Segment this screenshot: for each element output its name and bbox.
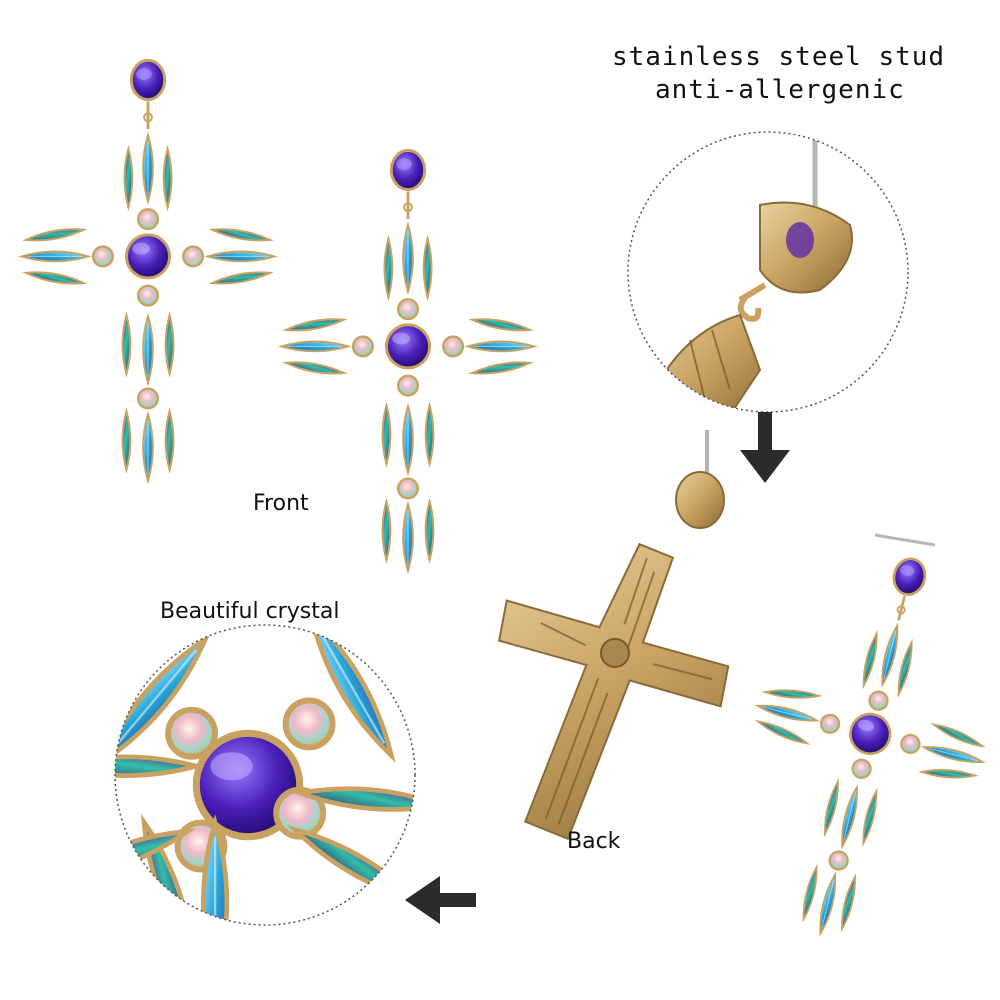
front-earring-right: [282, 150, 535, 570]
front-earring-left: [22, 60, 275, 480]
stud-caption-line1: stainless steel stud: [612, 42, 946, 72]
back-earring: [431, 430, 767, 875]
back-caption: Back: [567, 829, 621, 854]
crystal-closeup: [114, 624, 416, 926]
arrow-left-icon: [405, 876, 476, 924]
arrow-down-icon: [740, 412, 790, 483]
side-earring: [708, 531, 1000, 962]
front-caption: Front: [253, 491, 309, 516]
stud-caption-line2: anti-allergenic: [655, 75, 905, 105]
crystal-caption: Beautiful crystal: [160, 599, 340, 624]
stud-closeup: [627, 131, 909, 413]
